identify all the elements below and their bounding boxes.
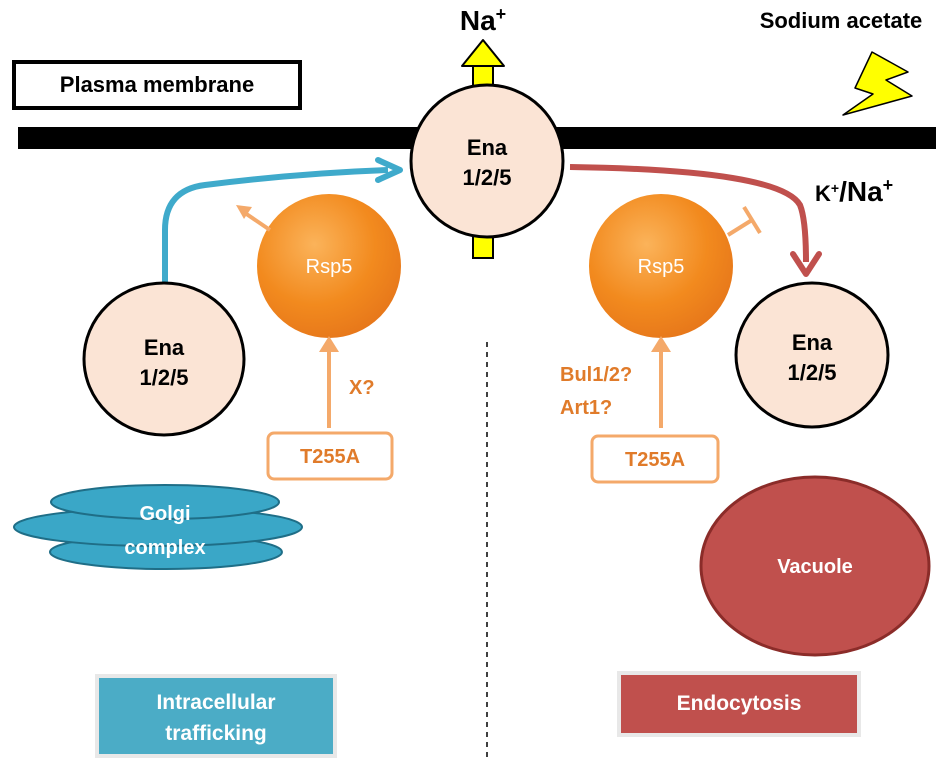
na-top-sup: + [496,4,507,24]
lightning-bolt-icon [842,51,913,116]
vacuole [699,475,931,657]
na-top-label: Na+ [460,4,506,36]
na-top-base: Na [460,5,496,36]
t255a-right-arrowhead [651,336,671,352]
x-question-label: X? [349,377,375,399]
rsp5-right-inhibition-line [726,218,754,237]
ena-membrane-line1: Ena [467,135,508,160]
art-label: Art1? [560,397,612,419]
endocytosis-box [617,671,861,737]
t255a-right-label: T255A [625,449,685,471]
rsp5-right-circle [589,194,733,338]
na-flux-arrowhead [461,39,505,67]
ena-membrane-line2: 1/2/5 [463,165,512,190]
rsp5-right-inhibition-bar [742,205,762,235]
na-right-base: Na [847,176,883,207]
k-sup: + [831,180,839,196]
k-na-label: K+/Na+ [815,175,893,207]
intracellular-line1: Intracellular [156,691,275,714]
golgi-label-line2: complex [124,537,205,559]
ena-golgi-line2: 1/2/5 [140,365,189,390]
intracellular-line2: trafficking [165,722,267,745]
ena-vacuole-line2: 1/2/5 [788,360,837,385]
plasma-membrane-label: Plasma membrane [60,72,254,97]
trafficking-arrowhead [375,157,403,183]
rsp5-left-circle [257,194,401,338]
trafficking-arrow [162,167,389,282]
ena-golgi-circle [82,281,246,437]
endocytosis-arrowhead [790,251,822,277]
golgi-label-line1: Golgi [139,503,190,525]
slash: / [839,176,847,207]
rsp5-left-out-arrowhead [236,205,252,219]
ena-vacuole-line1: Ena [792,330,833,355]
t255a-left-label: T255A [300,446,360,468]
t255a-left-box [266,431,394,481]
endocytosis-arrow [569,164,809,263]
rsp5-left-out-arrow [243,211,272,232]
rsp5-left-label: Rsp5 [306,256,353,278]
k-base: K [815,181,831,206]
plasma-membrane-box [12,60,302,110]
sodium-acetate-label: Sodium acetate [760,8,923,33]
intracellular-trafficking-box [95,674,337,758]
ena-golgi-line1: Ena [144,335,185,360]
t255a-right-box [590,434,720,484]
rsp5-right-label: Rsp5 [638,256,685,278]
endocytosis-label: Endocytosis [677,692,802,715]
ena-membrane-circle [409,83,565,239]
t255a-left-arrowhead [319,336,339,352]
na-right-sup: + [883,175,894,195]
ena-vacuole-circle [734,281,890,429]
vacuole-label: Vacuole [777,556,853,578]
golgi-cisterna-top [50,484,280,520]
bul-label: Bul1/2? [560,364,632,386]
